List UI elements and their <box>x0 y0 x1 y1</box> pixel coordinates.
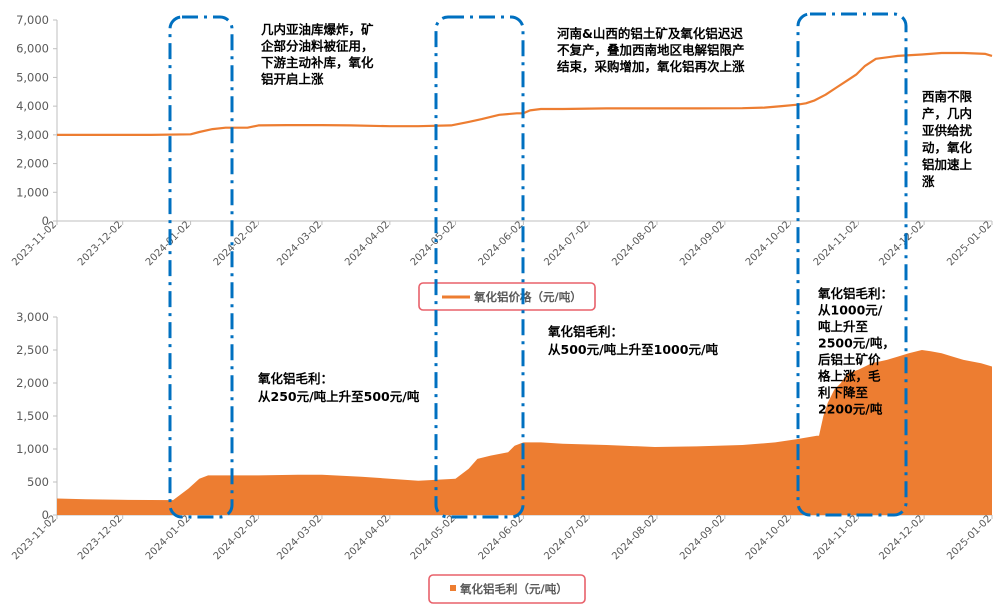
annotation-line: 从250元/吨上升至500元/吨 <box>258 389 420 404</box>
annotation-line: 下游主动补库，氧化 <box>261 55 374 70</box>
y-tick-label: 6,000 <box>16 42 49 56</box>
x-tick-label: 2025-01-02 <box>945 219 994 268</box>
y-tick-label: 1,000 <box>16 185 49 199</box>
legend-label: 氧化铝价格（元/吨） <box>473 290 582 304</box>
legend-label: 氧化铝毛利（元/吨） <box>459 582 568 596</box>
highlight-box-1 <box>168 15 234 519</box>
annotation-line: 河南&山西的铝土矿及氧化铝迟迟 <box>557 26 743 41</box>
x-tick-label: 2024-09-02 <box>678 513 727 562</box>
annotation-line: 不复产，叠加西南地区电解铝限产 <box>557 43 745 58</box>
annotation-line: 几内亚油库爆炸，矿 <box>261 22 374 37</box>
x-tick-label: 2024-05-02 <box>409 219 458 268</box>
y-tick-label: 4,000 <box>16 99 49 113</box>
x-tick-label: 2023-11-02 <box>10 513 59 562</box>
x-tick-label: 2024-10-02 <box>744 513 793 562</box>
x-tick-label: 2024-06-02 <box>477 219 526 268</box>
annotation-line: 吨上升至 <box>818 319 869 334</box>
annotation-line: 西南不限 <box>922 89 973 104</box>
x-tick-label: 2024-03-02 <box>275 219 324 268</box>
y-tick-label: 2,000 <box>16 376 49 390</box>
y-tick-label: 5,000 <box>16 70 49 84</box>
x-tick-label: 2024-03-02 <box>275 513 324 562</box>
x-tick-label: 2024-09-02 <box>678 219 727 268</box>
annotation-line: 铝开启上涨 <box>261 72 324 87</box>
legend-box-1 <box>418 282 596 311</box>
x-tick-label: 2024-08-02 <box>610 219 659 268</box>
highlight-box-3 <box>796 12 908 517</box>
annotation-line: 氧化铝毛利： <box>257 371 333 386</box>
price-line <box>57 51 993 136</box>
y-tick-label: 500 <box>27 475 49 489</box>
x-tick-label: 2023-12-02 <box>76 513 125 562</box>
x-tick-label: 2024-04-02 <box>343 219 392 268</box>
x-tick-label: 2024-12-02 <box>877 219 926 268</box>
highlight-box-2 <box>434 15 525 519</box>
x-tick-label: 2024-07-02 <box>542 513 591 562</box>
annotation-line: 利下降至 <box>818 385 869 400</box>
y-tick-label: 1,000 <box>16 442 49 456</box>
legend-box-2 <box>428 574 586 604</box>
annotation-line: 2500元/吨， <box>818 336 895 351</box>
annotation-line: 格上涨，毛 <box>818 369 881 384</box>
x-tick-label: 2024-02-02 <box>212 513 261 562</box>
x-tick-label: 2024-01-02 <box>144 513 193 562</box>
legend-swatch <box>450 585 456 591</box>
x-tick-label: 2023-11-02 <box>10 219 59 268</box>
annotation-line: 从1000元/ <box>818 303 883 318</box>
x-tick-label: 2024-05-02 <box>409 513 458 562</box>
y-tick-label: 0 <box>42 508 49 522</box>
x-tick-label: 2024-01-02 <box>144 219 193 268</box>
annotation-line: 结束，采购增加，氧化铝再次上涨 <box>557 59 745 74</box>
x-tick-label: 2025-01-02 <box>945 513 994 562</box>
x-tick-label: 2024-10-02 <box>744 219 793 268</box>
annotation-line: 氧化铝毛利： <box>547 324 623 339</box>
y-tick-label: 0 <box>42 214 49 228</box>
x-tick-label: 2023-12-02 <box>76 219 125 268</box>
annotation-line: 2200元/吨 <box>818 402 883 417</box>
y-tick-label: 2,500 <box>16 343 49 357</box>
annotation-line: 氧化铝毛利： <box>817 286 893 301</box>
x-tick-label: 2024-11-02 <box>812 513 861 562</box>
y-tick-label: 3,000 <box>16 310 49 324</box>
x-tick-label: 2024-06-02 <box>477 513 526 562</box>
annotation-line: 动，氧化 <box>922 140 973 155</box>
x-tick-label: 2024-04-02 <box>343 513 392 562</box>
x-tick-label: 2024-07-02 <box>542 219 591 268</box>
annotation-line: 产，几内 <box>922 106 972 121</box>
x-tick-label: 2024-11-02 <box>812 219 861 268</box>
annotation-line: 铝加速上 <box>922 157 973 172</box>
x-tick-label: 2024-02-02 <box>212 219 261 268</box>
margin-area <box>57 350 992 515</box>
annotation-line: 后铝土矿价 <box>818 352 881 367</box>
x-tick-label: 2024-12-02 <box>877 513 926 562</box>
y-tick-label: 3,000 <box>16 128 49 142</box>
annotation-line: 从500元/吨上升至1000元/吨 <box>548 342 719 357</box>
annotation-line: 亚供给扰 <box>922 123 973 138</box>
y-tick-label: 7,000 <box>16 13 49 27</box>
y-tick-label: 2,000 <box>16 157 49 171</box>
y-tick-label: 1,500 <box>16 409 49 423</box>
annotation-line: 涨 <box>922 174 935 189</box>
x-tick-label: 2024-08-02 <box>610 513 659 562</box>
annotation-line: 企部分油料被征用， <box>260 39 374 54</box>
